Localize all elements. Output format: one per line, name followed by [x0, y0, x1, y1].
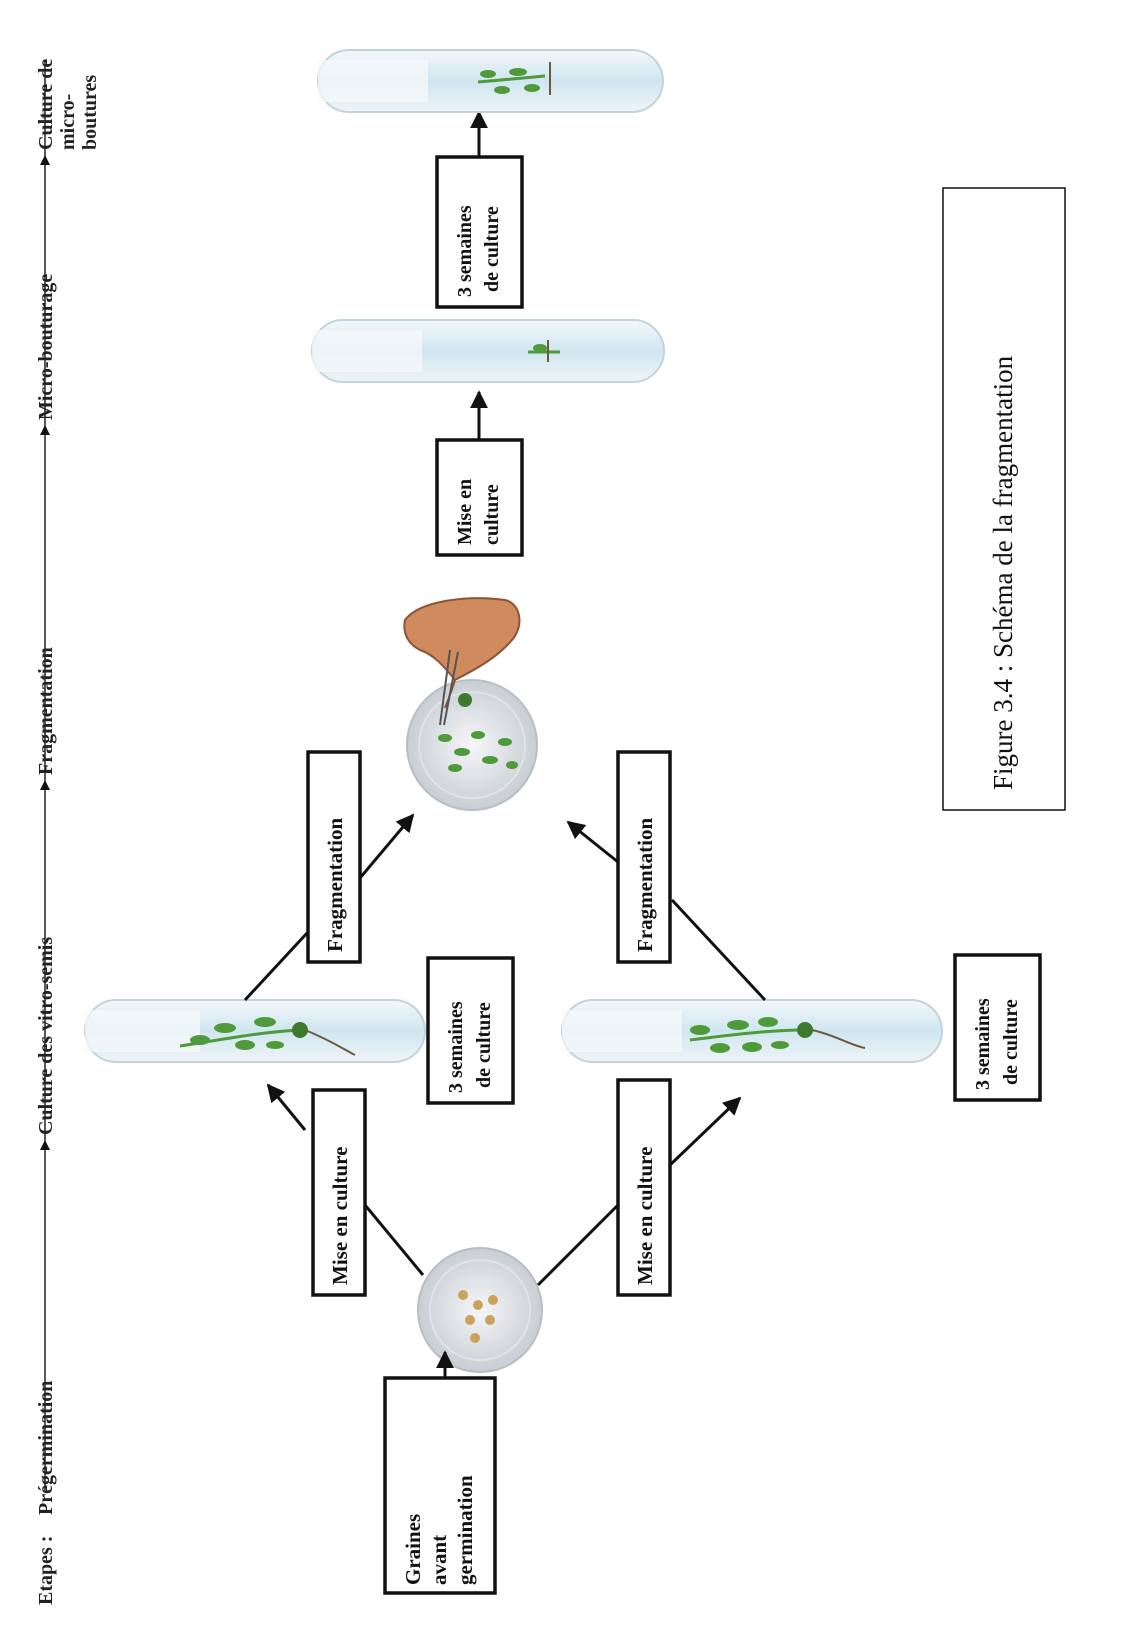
stage-arrowhead — [40, 425, 50, 435]
figure-caption: Figure 3.4 : Schéma de la fragmentation — [988, 355, 1018, 790]
box-mise-en-culture-bottom: Mise en culture — [616, 1078, 672, 1297]
hand-with-forceps-icon — [403, 597, 521, 726]
fragmentation-petri-dish — [406, 679, 538, 811]
box-fragmentation-bottom: Fragmentation — [616, 750, 672, 964]
stages-prefix: Etapes : — [35, 1536, 57, 1605]
stages-row: Etapes : Prégermination Culture des vitr… — [35, 59, 101, 1605]
box-fragmentation-top: Fragmentation — [306, 750, 362, 964]
seed-petri-dish — [417, 1247, 543, 1373]
stage-arrowhead — [40, 780, 50, 790]
line-dish-to-mise-top — [363, 1204, 425, 1276]
stage-fragmentation: Fragmentation — [35, 647, 57, 775]
arrow-frag-to-dish-bottom — [566, 820, 619, 864]
svg-text:culture: culture — [481, 484, 503, 545]
box-mise-en-culture-right: Mise en culture — [435, 438, 524, 557]
line-tube-to-frag-bottom — [670, 898, 767, 1002]
figure-caption-box: Figure 3.4 : Schéma de la fragmentation — [942, 187, 1066, 811]
svg-text:germination: germination — [453, 1475, 477, 1585]
svg-text:micro-: micro- — [57, 94, 79, 150]
line-tube-to-frag-top — [243, 930, 310, 1002]
box-graines-avant-germination: Graines avant germination — [383, 1376, 497, 1595]
svg-text:Fragmentation: Fragmentation — [633, 818, 657, 952]
svg-text:3 semaines: 3 semaines — [972, 998, 994, 1090]
arrow-mise-to-tube-bottom — [668, 1096, 742, 1167]
box-3-semaines-bottom: 3 semaines de culture — [953, 953, 1042, 1102]
stage-culture-vitro-semis: Culture des vitro-semis — [35, 937, 57, 1135]
micro-cutting-culture-tube — [317, 49, 664, 113]
culture-tube-top — [84, 999, 426, 1063]
box-mise-en-culture-top: Mise en culture — [311, 1088, 367, 1297]
svg-text:3 semaines: 3 semaines — [445, 1001, 467, 1093]
box-3-semaines-right: 3 semaines de culture — [435, 155, 524, 309]
svg-text:Fragmentation: Fragmentation — [323, 818, 347, 952]
svg-text:Mise en culture: Mise en culture — [633, 1147, 657, 1285]
culture-tube-bottom — [561, 999, 943, 1063]
svg-text:de culture: de culture — [1000, 999, 1022, 1085]
stage-arrowhead — [40, 1140, 50, 1150]
svg-text:Mise en culture: Mise en culture — [328, 1147, 352, 1285]
svg-text:Mise en: Mise en — [454, 479, 476, 545]
svg-text:avant: avant — [427, 1535, 451, 1585]
arrow-frag-to-dish-top — [358, 813, 415, 879]
svg-text:3 semaines: 3 semaines — [454, 205, 476, 297]
stage-arrowhead — [40, 155, 50, 165]
svg-text:Culture de: Culture de — [35, 59, 57, 150]
svg-text:boutures: boutures — [79, 75, 101, 150]
line-dish-to-mise-bottom — [536, 1203, 620, 1287]
micro-cutting-tube — [311, 319, 665, 383]
svg-text:de culture: de culture — [473, 1002, 495, 1088]
svg-text:Graines: Graines — [401, 1514, 425, 1585]
arrow-mise-to-tube-top — [266, 1083, 307, 1131]
stage-pregermination: Prégermination — [35, 1381, 57, 1515]
box-3-semaines-top: 3 semaines de culture — [426, 956, 515, 1105]
svg-text:de culture: de culture — [481, 206, 503, 292]
stage-culture-micro-boutures: Culture de micro- boutures — [35, 59, 101, 150]
stage-micro-bouturage: Micro-bouturage — [35, 274, 57, 420]
